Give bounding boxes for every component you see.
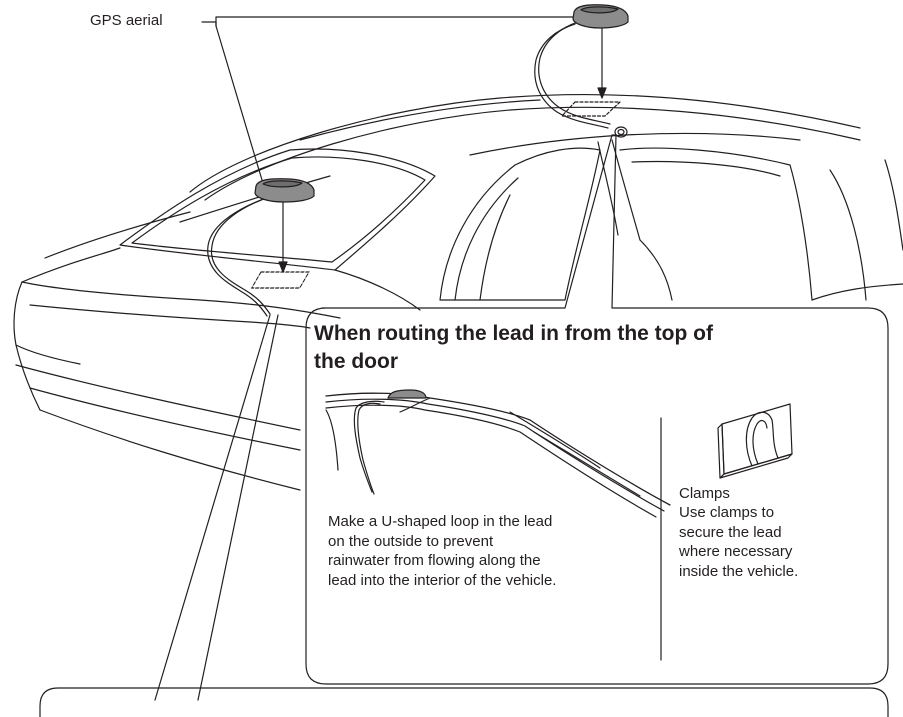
clamps-line: secure the lead: [679, 523, 782, 541]
u-loop-line: rainwater from flowing along the: [328, 552, 541, 569]
door-routing-panel: [305, 134, 889, 685]
u-loop-line: on the outside to prevent: [328, 532, 494, 550]
clamp-icon: [717, 403, 793, 479]
rear-gps-aerial: [207, 178, 315, 317]
gps-label-leader: [201, 16, 576, 181]
clamps-label: Clamps: [679, 485, 730, 502]
door-routing-title-line-2: the door: [314, 350, 398, 373]
u-loop-instruction: Make a U-shaped loop in the lead on the …: [328, 512, 556, 590]
clamps-line: Use clamps to: [679, 504, 775, 521]
roof-gps-aerial: [534, 4, 629, 138]
clamps-line: where necessary: [679, 543, 793, 560]
door-routing-title-line-1: When routing the lead in from the top of: [314, 322, 713, 345]
clamps-line: inside the vehicle.: [679, 562, 799, 580]
car-outline: [13, 93, 903, 491]
clamps-instruction: Use clamps to secure the lead where nece…: [679, 503, 798, 581]
u-loop-line: lead into the interior of the vehicle.: [328, 571, 557, 589]
gps-aerial-label: GPS aerial: [90, 12, 163, 29]
door-routing-title: When routing the lead in from the top of…: [314, 320, 713, 376]
bottom-callout: [39, 314, 889, 717]
u-loop-line: Make a U-shaped loop in the lead: [328, 513, 553, 530]
